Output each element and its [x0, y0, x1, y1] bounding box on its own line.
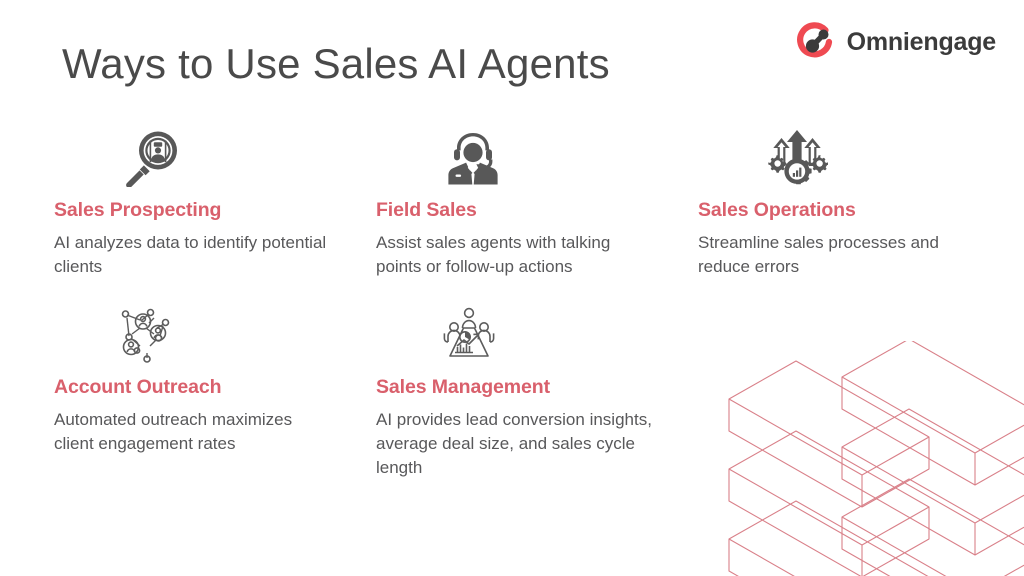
card-title: Sales Management [376, 375, 550, 398]
card-account-outreach[interactable]: Account Outreach Automated outreach maxi… [54, 302, 376, 457]
card-sales-operations[interactable]: Sales Operations Streamline sales proces… [698, 125, 1020, 280]
card-sales-prospecting[interactable]: Sales Prospecting AI analyzes data to id… [54, 125, 376, 280]
card-body: Streamline sales processes and reduce er… [698, 233, 939, 277]
card-title: Field Sales [376, 199, 477, 221]
omniengage-logo-icon [795, 22, 835, 62]
cards-row-top: Sales Prospecting AI analyzes data to id… [54, 125, 974, 280]
card-field-sales[interactable]: Field Sales Assist sales agents with tal… [376, 125, 698, 280]
card-body: Automated outreach maximizes client enga… [54, 409, 293, 453]
magnifier-person-icon [54, 125, 376, 187]
card-body: AI analyzes data to identify potential c… [54, 233, 327, 277]
gears-growth-arrows-icon [698, 125, 1020, 187]
card-title: Sales Operations [698, 199, 856, 221]
cards-grid: Sales Prospecting AI analyzes data to id… [54, 125, 974, 480]
card-sales-management[interactable]: Sales Management AI provides lead conver… [376, 302, 698, 481]
brand-name: Omniengage [846, 27, 997, 56]
card-body: Assist sales agents with talking points … [376, 233, 611, 277]
page-title: Ways to Use Sales AI Agents [62, 40, 610, 87]
headset-agent-icon [376, 125, 698, 187]
brand-logo[interactable]: Omniengage [795, 22, 996, 62]
card-title: Account Outreach [54, 375, 222, 398]
cards-row-bottom: Account Outreach Automated outreach maxi… [54, 302, 974, 481]
card-body: AI provides lead conversion insights, av… [376, 409, 652, 478]
card-title: Sales Prospecting [54, 199, 222, 221]
network-people-icon [54, 302, 376, 364]
team-presentation-icon [376, 302, 698, 364]
